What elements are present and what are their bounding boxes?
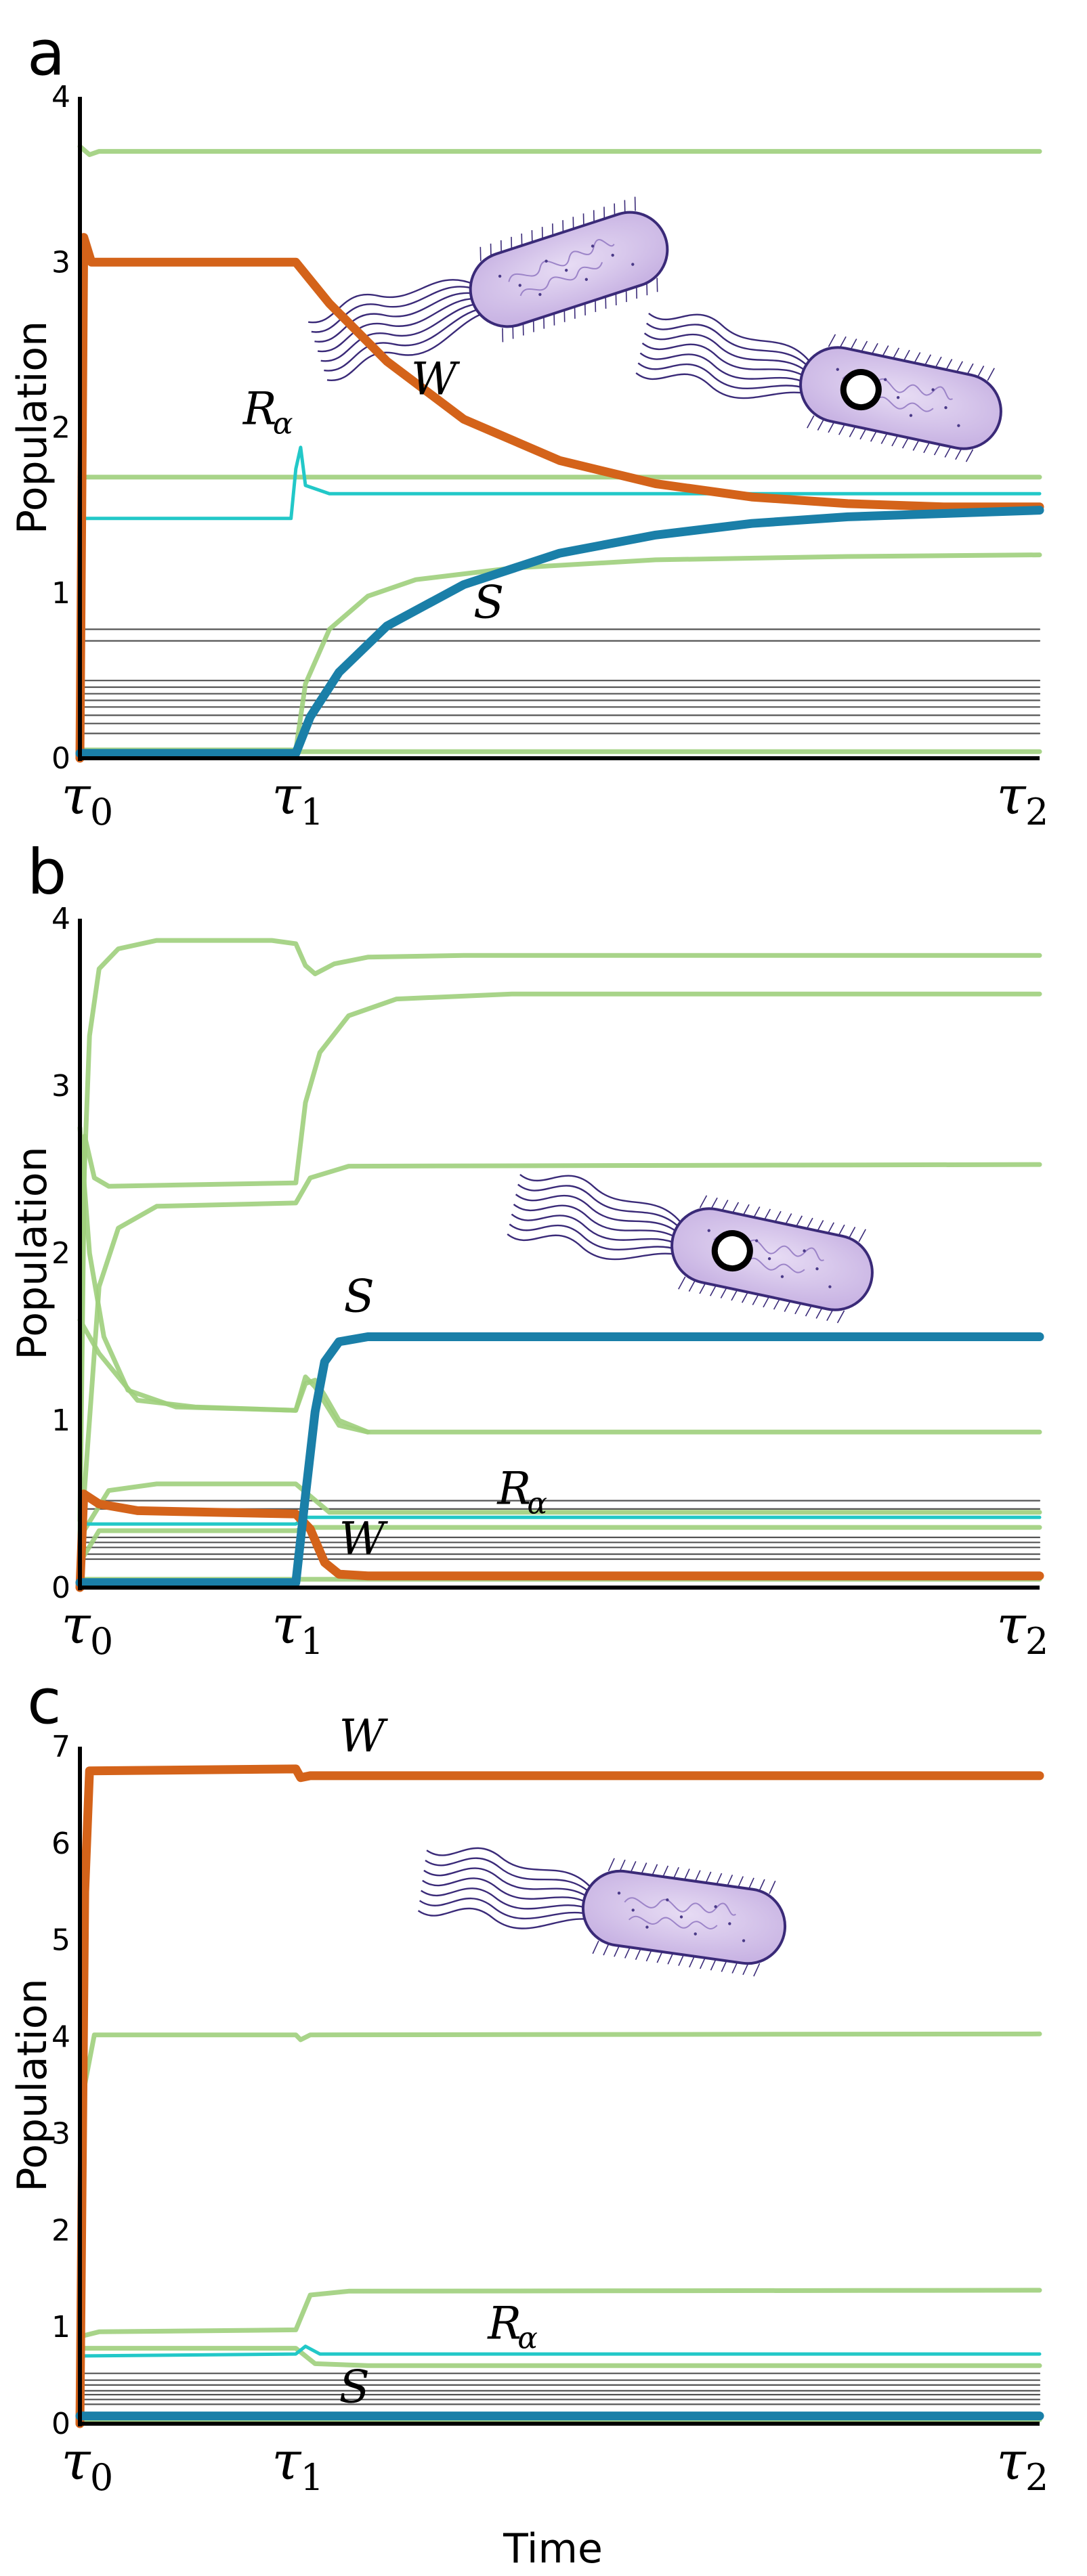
y-tick-label: 3 <box>51 245 70 280</box>
x-tick-subscript: 2 <box>1025 791 1048 833</box>
bacterium-icon <box>417 1847 787 1977</box>
x-tick-subscript: 0 <box>90 1620 113 1663</box>
series-annotation: R <box>487 2297 521 2349</box>
x-tick-subscript: 2 <box>1025 1620 1048 1663</box>
bacterium-icon <box>308 196 669 381</box>
series-line-r-2 <box>78 1515 1042 1526</box>
y-tick-label: 0 <box>51 741 70 776</box>
series-line-other-7 <box>77 1317 370 1435</box>
y-tick-label: 3 <box>51 1069 70 1104</box>
series-line-other-3 <box>77 938 1042 1523</box>
y-tick-label: 5 <box>51 1923 70 1958</box>
y-axis-label: Population <box>9 321 56 534</box>
x-tick-label: τ <box>61 1595 91 1656</box>
y-tick-label: 7 <box>51 1730 70 1764</box>
series-annotation: R <box>496 1463 531 1515</box>
x-tick-label: τ <box>272 1595 302 1656</box>
series-line-other-4 <box>77 2288 1042 2339</box>
series-annotation: S <box>339 2361 370 2414</box>
series-line-r-2 <box>78 445 1042 521</box>
x-tick-label: τ <box>272 2431 302 2492</box>
series-annotation: W <box>339 1513 389 1565</box>
x-tick-label: τ <box>61 2431 91 2492</box>
x-tick-subscript: 1 <box>301 2456 324 2499</box>
y-tick-label: 1 <box>51 2310 70 2344</box>
bacterium-icon <box>635 312 1002 462</box>
x-tick-label: τ <box>996 2431 1027 2492</box>
series-line-w-0 <box>75 1489 1044 1592</box>
series-line-s-1 <box>75 506 1044 758</box>
series-line-other-9 <box>77 1525 1042 1565</box>
x-tick-subscript: 2 <box>1025 2456 1048 2499</box>
y-tick-label: 2 <box>51 411 70 445</box>
y-tick-label: 0 <box>51 2407 70 2441</box>
x-tick-label: τ <box>996 766 1027 827</box>
series-line-other-5 <box>77 2346 1042 2368</box>
x-tick-subscript: 0 <box>90 2456 113 2499</box>
x-tick-label: τ <box>272 766 302 827</box>
series-line-other-3 <box>77 2031 1042 2397</box>
series-annotation: W <box>339 1710 389 1762</box>
panel-label: b <box>27 836 66 909</box>
y-tick-label: 4 <box>51 2020 70 2055</box>
series-line-w-0 <box>75 1764 1044 2428</box>
y-tick-label: 2 <box>51 1236 70 1271</box>
x-tick-subscript: 0 <box>90 791 113 833</box>
series-annotation-subscript: α <box>517 2321 538 2355</box>
series-line-w-0 <box>75 233 1044 763</box>
marker-ring-icon <box>711 1230 753 1272</box>
y-tick-label: 6 <box>51 1827 70 1861</box>
bacterium-icon <box>507 1173 874 1324</box>
y-tick-label: 1 <box>51 1403 70 1438</box>
x-tick-subscript: 1 <box>301 1620 324 1663</box>
series-annotation-subscript: α <box>273 407 293 441</box>
x-axis-label: Time <box>503 2525 603 2573</box>
panel-label: c <box>27 1665 62 1738</box>
y-axis-label: Population <box>9 1146 56 1359</box>
series-line-other-6 <box>77 1125 1042 1435</box>
y-tick-label: 3 <box>51 2116 70 2151</box>
x-tick-subscript: 1 <box>301 791 324 833</box>
series-line-other-3 <box>77 144 1042 157</box>
series-line-s-1 <box>75 1332 1044 1588</box>
series-annotation-subscript: α <box>527 1487 547 1521</box>
y-tick-label: 0 <box>51 1571 70 1605</box>
marker-ring-icon <box>840 369 882 411</box>
x-tick-label: τ <box>996 1595 1027 1656</box>
series-annotation: W <box>411 353 461 406</box>
series-annotation: S <box>344 1270 375 1322</box>
y-tick-label: 4 <box>51 80 70 114</box>
series-annotation: S <box>473 576 504 628</box>
series-annotation: R <box>242 383 277 435</box>
series-line-other-5 <box>77 1162 1042 1557</box>
x-tick-label: τ <box>61 766 91 827</box>
series-line-other-4 <box>77 991 1042 1540</box>
series-line-r-2 <box>78 2344 1042 2358</box>
panel-label: a <box>27 17 65 89</box>
series-line-other-5 <box>77 552 1042 753</box>
y-tick-label: 4 <box>51 902 70 936</box>
y-tick-label: 2 <box>51 2213 70 2248</box>
y-axis-label: Population <box>9 1978 56 2191</box>
series-line-other-8 <box>77 1481 1042 1540</box>
y-tick-label: 1 <box>51 576 70 611</box>
